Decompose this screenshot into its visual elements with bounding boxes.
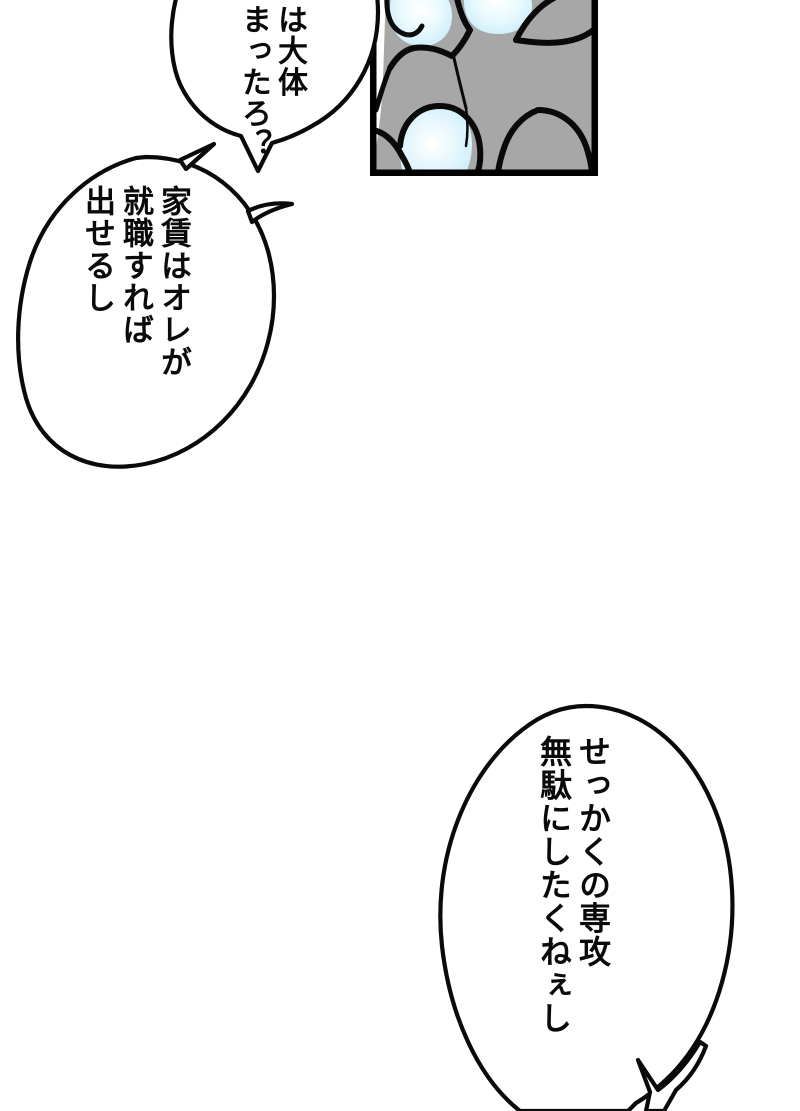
speech-bubble-bottom-right-text: せっかくの専攻 無駄にしたくねぇし: [531, 735, 612, 1035]
highlight-blob-top: [464, 0, 532, 34]
bubble-bottom-right-column-1: せっかくの専攻: [574, 735, 612, 968]
bubble-upper-left-column-1: 家賃はオレが: [155, 185, 191, 379]
bubble-top-column-1: は大体: [272, 4, 307, 98]
speech-bubble-upper-left-tail-up: [177, 141, 217, 172]
bubble-upper-left-column-3: 出せるし: [79, 185, 115, 314]
speech-bubble-upper-left-text: 家賃はオレが 就職すれば 出せるし: [74, 185, 191, 379]
panel-artwork-svg: [370, 0, 598, 176]
bubble-upper-left-column-2: 就職すれば: [117, 185, 153, 347]
bubble-bottom-right-column-2: 無駄にしたくねぇし: [535, 735, 573, 1035]
highlight-blob-bottom: [400, 104, 472, 176]
bubble-top-column-2: まったろ？: [236, 4, 271, 160]
speech-bubble-top-text: は大体 まったろ？: [232, 4, 307, 160]
speech-bubble-upper-left-tail-right: [245, 201, 295, 225]
artwork-panel: [370, 0, 598, 176]
speech-bubble-bottom-right-tail: [635, 1039, 709, 1111]
